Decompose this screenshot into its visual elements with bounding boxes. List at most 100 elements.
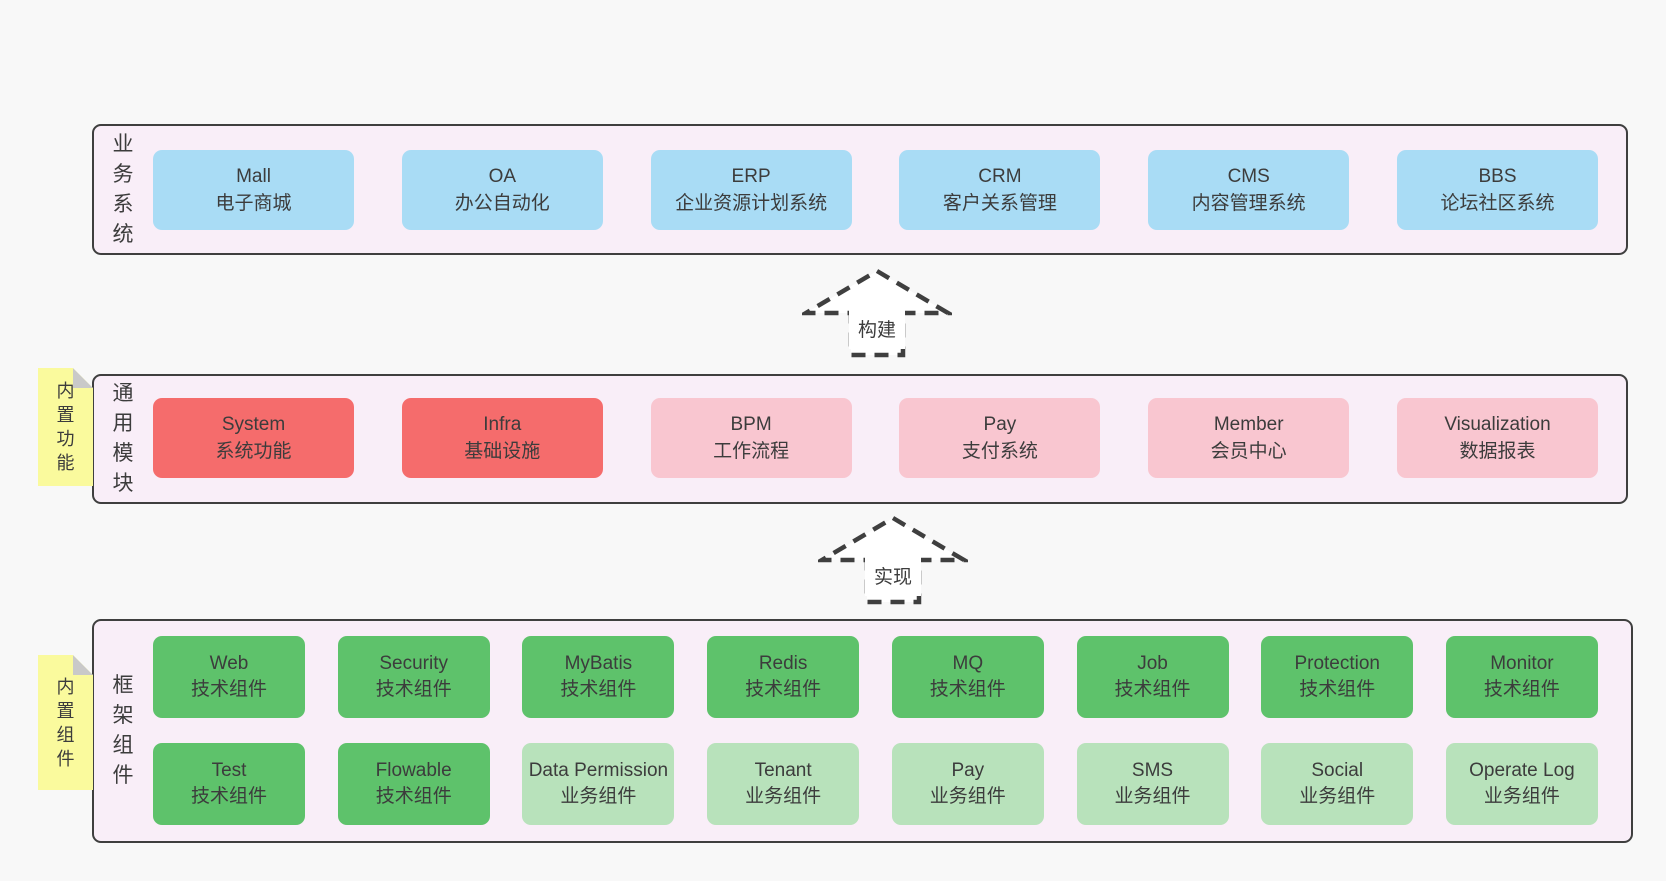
box-title: Protection [1294,653,1380,674]
section-business-systems: 业 务 系 统 Mall 电子商城 OA 办公自动化 ERP 企业资源计划系统 CRM 客户关… [92,124,1628,255]
box-title: Pay [951,760,985,781]
box-subtitle: 技术组件 [375,786,452,807]
section-modules-title: 通 用 模 块 [112,382,134,495]
box-data-permission: Data Permission 业务组件 [522,743,675,825]
box-title: MQ [952,653,984,674]
box-subtitle: 客户关系管理 [942,193,1057,214]
box-title: Monitor [1490,653,1554,674]
box-title: Web [209,653,249,674]
box-subtitle: 技术组件 [1114,679,1191,700]
arrow-label-background [865,556,921,596]
box-title: System [221,414,286,435]
box-pay: Pay 支付系统 [899,398,1101,478]
box-crm: CRM 客户关系管理 [899,150,1101,230]
box-subtitle: 工作流程 [713,441,790,462]
box-subtitle: 技术组件 [1299,679,1376,700]
box-subtitle: 技术组件 [375,679,452,700]
section-framework-title: 框 架 组 件 [112,674,134,787]
box-operate-log: Operate Log 业务组件 [1445,743,1598,825]
box-erp: ERP 企业资源计划系统 [650,150,852,230]
box-subtitle: 业务组件 [929,786,1006,807]
box-subtitle: 业务组件 [1114,786,1191,807]
box-title: BPM [730,414,772,435]
box-title: Operate Log [1469,760,1575,781]
box-title: Security [379,653,449,674]
box-bbs: BBS 论坛社区系统 [1396,150,1598,230]
box-title: Job [1137,653,1168,674]
box-mybatis: MyBatis 技术组件 [522,636,675,718]
box-title: Redis [758,653,808,674]
arrow-label-background [849,309,905,349]
box-pay: Pay 业务组件 [891,743,1044,825]
box-subtitle: 业务组件 [560,786,637,807]
box-title: Tenant [754,760,812,781]
box-subtitle: 数据报表 [1459,441,1536,462]
box-title: Data Permission [528,760,669,781]
box-sms: SMS 业务组件 [1076,743,1229,825]
box-subtitle: 支付系统 [961,441,1038,462]
sticky-note-builtin-components: 内 置 组 件 [38,655,93,790]
box-mall: Mall 电子商城 [153,150,354,230]
arrow-label: 构建 [858,319,896,341]
box-subtitle: 技术组件 [560,679,637,700]
box-title: Visualization [1444,414,1551,435]
box-member: Member 会员中心 [1148,398,1350,478]
sticky-note-builtin-features: 内 置 功 能 [38,368,93,486]
folded-corner-icon [73,655,93,675]
box-subtitle: 内容管理系统 [1191,193,1306,214]
box-protection: Protection 技术组件 [1261,636,1414,718]
folded-corner-icon [73,368,93,388]
box-subtitle: 技术组件 [190,679,267,700]
box-title: BBS [1478,166,1517,187]
box-system: System 系统功能 [153,398,354,478]
box-subtitle: 技术组件 [929,679,1006,700]
box-job: Job 技术组件 [1076,636,1229,718]
box-subtitle: 技术组件 [745,679,822,700]
box-subtitle: 业务组件 [1483,786,1560,807]
box-title: Mall [236,166,271,187]
box-title: MyBatis [564,653,633,674]
box-title: Pay [983,414,1017,435]
section-business-title: 业 务 系 统 [112,132,134,246]
sticky-label: 内 置 功 能 [56,381,75,473]
box-subtitle: 企业资源计划系统 [675,193,828,214]
box-title: Infra [483,414,522,435]
box-subtitle: 论坛社区系统 [1440,193,1555,214]
box-title: Social [1311,760,1364,781]
box-title: ERP [731,166,771,187]
box-oa: OA 办公自动化 [401,150,603,230]
box-title: Flowable [375,760,452,781]
box-subtitle: 技术组件 [1483,679,1560,700]
box-title: SMS [1131,760,1174,781]
box-subtitle: 电子商城 [215,193,292,214]
box-subtitle: 会员中心 [1210,441,1287,462]
box-subtitle: 办公自动化 [454,193,550,214]
box-title: OA [488,166,517,187]
box-title: Test [211,760,247,781]
arrow-label: 实现 [874,566,912,588]
box-subtitle: 系统功能 [215,441,292,462]
box-redis: Redis 技术组件 [707,636,860,718]
box-security: Security 技术组件 [337,636,490,718]
build-arrow: 构建 [802,268,952,358]
box-monitor: Monitor 技术组件 [1445,636,1598,718]
box-title: CRM [978,166,1022,187]
box-title: Member [1213,414,1284,435]
box-web: Web 技术组件 [153,636,305,718]
box-tenant: Tenant 业务组件 [707,743,860,825]
sticky-label: 内 置 组 件 [56,676,75,769]
implement-arrow: 实现 [818,515,968,605]
box-subtitle: 业务组件 [745,786,822,807]
